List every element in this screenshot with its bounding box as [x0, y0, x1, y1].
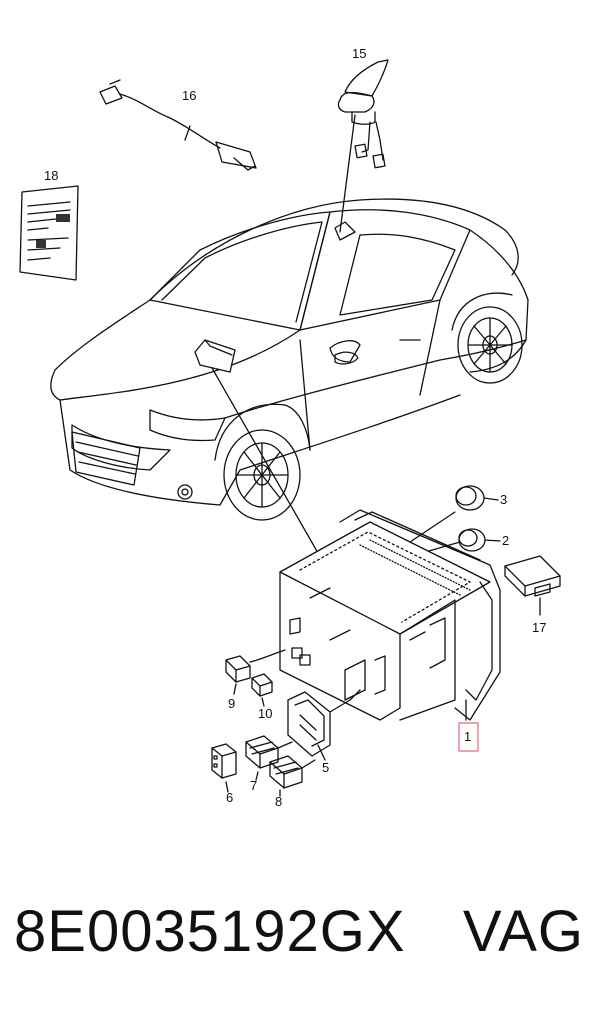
- brand-name: VAG: [462, 899, 584, 964]
- callout-7: 7: [250, 778, 257, 793]
- callout-10: 10: [258, 706, 272, 721]
- part-number: 8E0035192GX: [14, 899, 406, 964]
- knob-2: [458, 528, 501, 552]
- callout-18: 18: [44, 168, 58, 183]
- callout-15: 15: [352, 46, 366, 61]
- callout-1-highlight: [458, 722, 479, 752]
- info-card: [19, 185, 79, 281]
- callout-5: 5: [322, 760, 329, 775]
- callout-17: 17: [532, 620, 546, 635]
- callout-6: 6: [226, 790, 233, 805]
- connector-9: [225, 649, 286, 695]
- callout-1: 1: [464, 729, 471, 744]
- connector-6: [211, 743, 237, 793]
- antenna-cable: [99, 79, 257, 171]
- car-illustration: [50, 198, 529, 521]
- slot-cover-17: [504, 555, 561, 616]
- callout-8: 8: [275, 794, 282, 809]
- radio-unit: [279, 509, 501, 721]
- callout-3: 3: [500, 492, 507, 507]
- connector-10: [251, 673, 273, 707]
- connector-8: [269, 755, 316, 797]
- knob-3: [455, 485, 499, 511]
- callout-2: 2: [502, 533, 509, 548]
- callout-16: 16: [182, 88, 196, 103]
- connector-7: [245, 735, 293, 781]
- callout-9: 9: [228, 696, 235, 711]
- mounting-bracket-5: [287, 689, 361, 761]
- parts-diagram: 15 16 18 3 2 17 1 9 10 5 7 6 8: [19, 46, 561, 809]
- roof-antenna: [337, 59, 389, 169]
